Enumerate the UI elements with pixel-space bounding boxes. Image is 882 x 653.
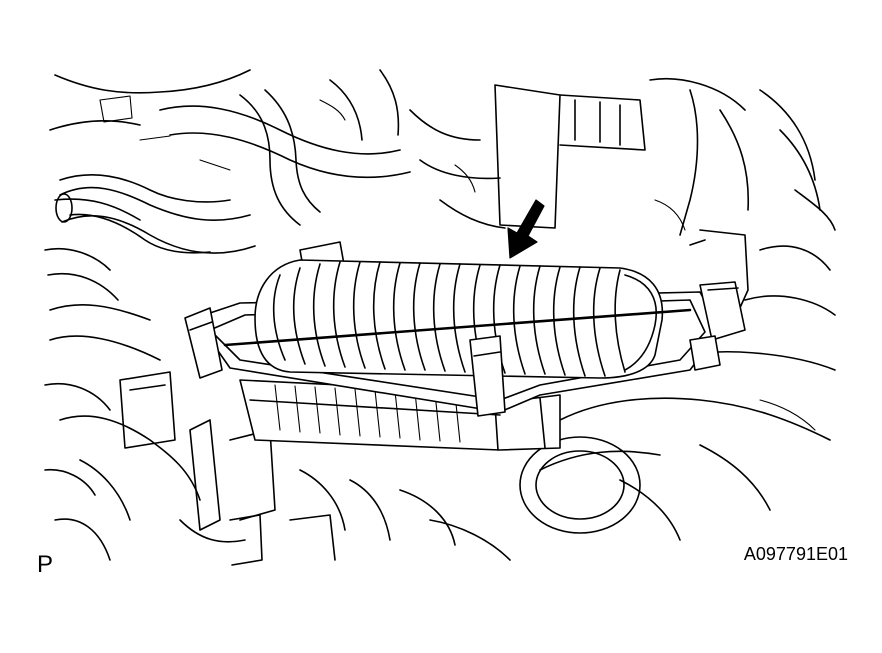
pointer-arrow-icon (507, 199, 545, 259)
engine-bay-background (44, 69, 836, 566)
figure-code-label: A097791E01 (743, 544, 848, 564)
view-letter-label: P (37, 551, 54, 578)
air-cleaner-filter-element (223, 259, 692, 417)
